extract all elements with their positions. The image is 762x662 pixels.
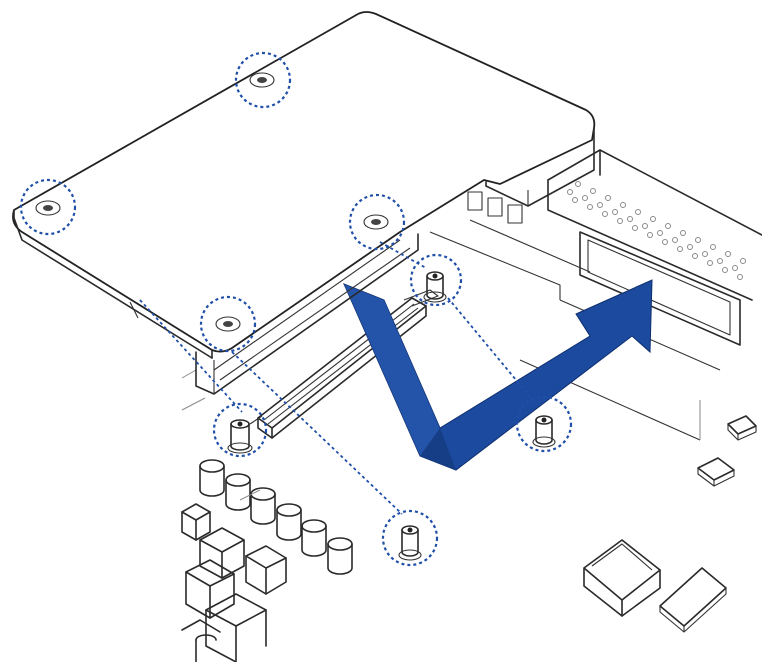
standoff-post-right: [532, 415, 556, 448]
capacitor-row: [199, 459, 353, 575]
power-components: [181, 503, 287, 662]
chip-small-1: [727, 415, 757, 441]
pcb-outline: [181, 369, 261, 501]
chip-large: [583, 539, 661, 617]
capacitor: [250, 487, 276, 525]
callout-screw-left: [19, 178, 77, 236]
capacitor: [199, 459, 225, 497]
callout-screw-lower: [199, 295, 257, 353]
callout-screw-mid: [348, 193, 406, 251]
callout-screw-top: [234, 51, 292, 109]
standoff-post-left: [227, 419, 253, 454]
callout-standoff-left: [212, 402, 268, 458]
capacitor: [327, 537, 353, 575]
io-slot-opening: [579, 231, 741, 346]
expansion-card: [12, 11, 596, 395]
screw-hole: [249, 72, 275, 88]
callout-standoff-bottom: [381, 509, 439, 567]
screw-hole: [35, 200, 61, 216]
installation-arrow-icon: [343, 279, 653, 471]
callout-circles: [19, 51, 573, 567]
capacitor: [225, 473, 251, 511]
callout-standoff-upper: [409, 253, 463, 307]
capacitor: [276, 503, 302, 541]
screw-hole: [215, 316, 241, 332]
standoff-post-bottom: [398, 525, 422, 561]
standoff-post-upper: [423, 271, 447, 303]
vent-holes: [567, 181, 746, 280]
capacitor: [301, 519, 327, 557]
chassis-vent-panel: [547, 149, 762, 301]
chip-flat: [659, 567, 727, 633]
chip-small-2: [697, 457, 735, 487]
small-connectors: [467, 191, 523, 224]
callout-standoff-right: [515, 395, 573, 453]
screw-hole: [363, 214, 389, 230]
